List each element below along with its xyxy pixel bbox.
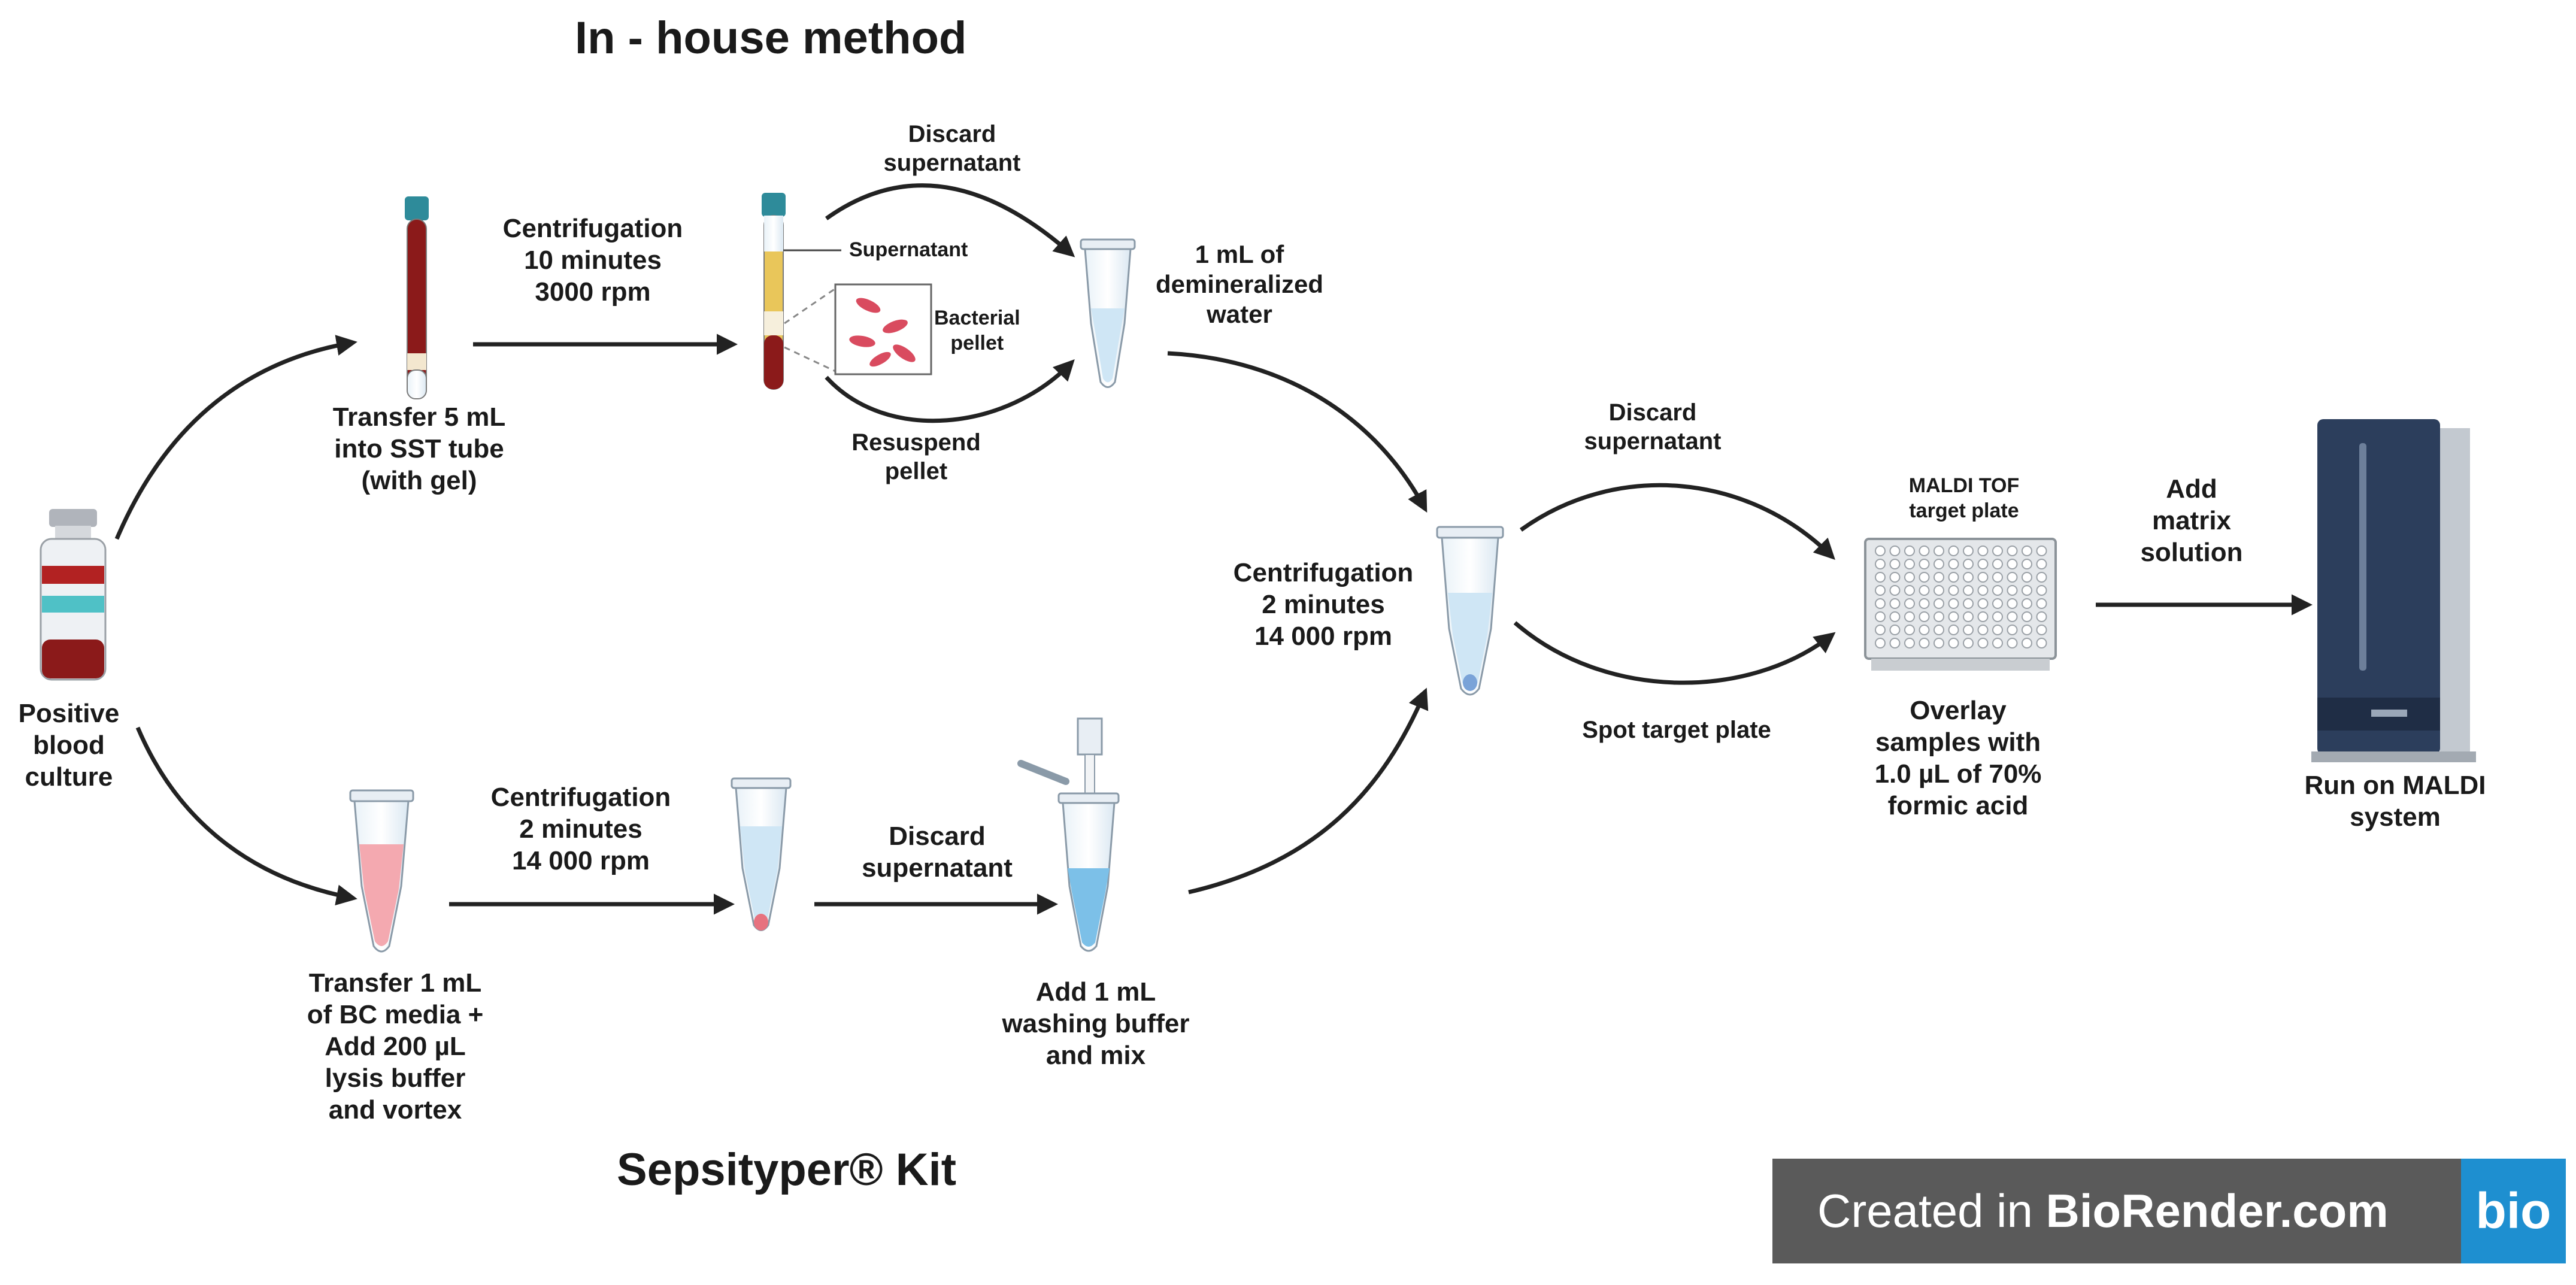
arrow-wash-to-mid	[1188, 687, 1429, 895]
water-tube-icon	[1080, 238, 1136, 388]
label-supernatant: Supernatant	[849, 238, 968, 261]
biorender-badge: Created in BioRender.com bio	[1772, 1159, 2566, 1263]
arrow-discard-top	[825, 183, 1075, 257]
sst-tube-icon	[405, 196, 429, 399]
arrow-spot-target	[1513, 621, 1836, 685]
label-spot-target: Spot target plate	[1582, 717, 1771, 743]
arrows	[114, 183, 2313, 915]
separated-tube-icon	[762, 193, 841, 390]
blood-culture-bottle-icon	[40, 509, 107, 681]
maldi-target-plate-icon	[1864, 538, 2057, 671]
arrow-culture-to-bc	[135, 726, 357, 906]
arrow-discard-right	[1519, 483, 1835, 560]
arrow-culture-to-sst	[114, 335, 357, 540]
arrow-water-to-mid	[1167, 351, 1428, 513]
maldi-instrument-icon	[2311, 419, 2476, 762]
biorender-logo-icon: bio	[2461, 1159, 2566, 1263]
washing-tube-icon	[1017, 717, 1120, 952]
bacterial-pellet-zoom-icon	[784, 283, 932, 375]
mid-centrifuge-tube-icon	[1436, 526, 1504, 696]
arrow-resuspend	[825, 359, 1075, 423]
top-section-title: In - house method	[575, 13, 967, 63]
pellet-tube-icon	[731, 777, 792, 931]
badge-text: Created in BioRender.com	[1817, 1184, 2389, 1237]
bc-media-tube-icon	[349, 789, 414, 953]
bottom-section-title: Sepsityper® Kit	[617, 1144, 957, 1195]
